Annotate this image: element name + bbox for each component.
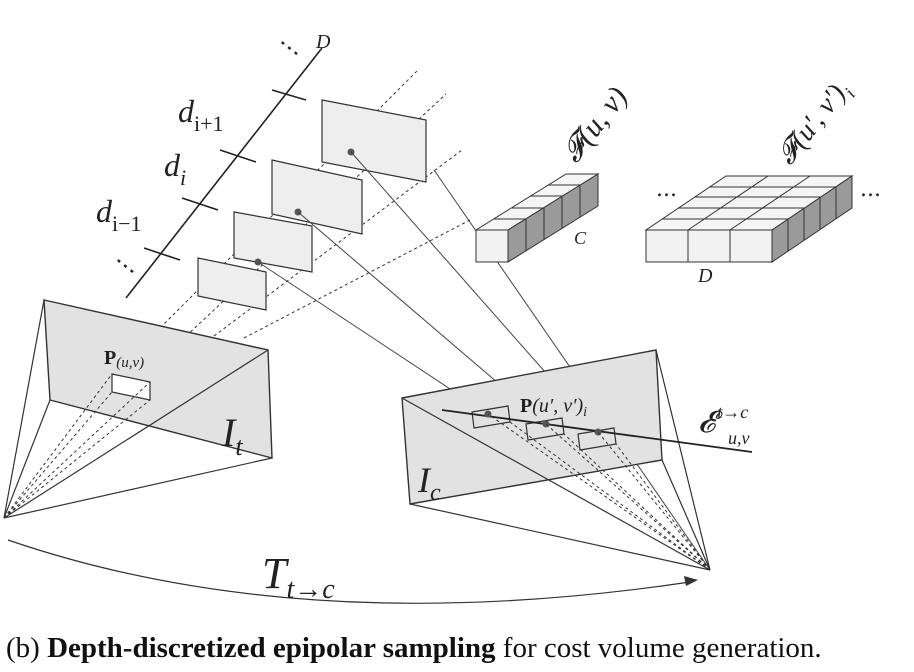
depth-tick-i+1 — [219, 149, 257, 163]
caption-bold: Depth-discretized epipolar sampling — [47, 632, 496, 664]
camera-Ic — [401, 349, 753, 571]
ellipsis-left: ... — [656, 177, 677, 202]
label-I-t: It — [221, 410, 243, 461]
label-F-uv-prime: 𝓕(u′, v′)i — [771, 75, 859, 174]
dots-bottom: ⋮ — [107, 248, 144, 284]
depth-plane-4 — [321, 99, 427, 183]
label-D-volume: D — [697, 265, 713, 287]
depth-axis — [125, 47, 323, 299]
epipolar-sampling-diagram: ⋮ D di+1 di di−1 ⋮ 𝓕(u, v) 𝓕(u′, v′)i C … — [3, 30, 881, 605]
depth-tick-i-1 — [143, 247, 181, 261]
label-d-i+1: di+1 — [178, 93, 224, 136]
depth-planes — [197, 99, 427, 311]
label-d-i-1: di−1 — [96, 193, 142, 236]
depth-tick-i — [181, 197, 219, 211]
label-P-uv-prime: P(u′, v′)i — [520, 395, 587, 420]
label-F-uv: 𝓕(u, v) — [556, 81, 635, 169]
depth-plane-3 — [271, 159, 363, 235]
ellipsis-right: ... — [860, 177, 881, 202]
transform-arrowhead — [684, 576, 698, 586]
transform-arc — [7, 539, 691, 604]
depth-plane-2 — [233, 211, 313, 273]
depth-tick-D — [271, 89, 307, 101]
feature-volume-Fuvprime — [644, 175, 854, 263]
label-T: Tt→c — [262, 549, 335, 605]
camera-It — [3, 299, 273, 519]
feature-block-Fuv — [474, 173, 600, 263]
caption-rest: for cost volume generation. — [495, 632, 822, 664]
label-I-c: Ic — [417, 460, 441, 506]
depth-plane-1 — [197, 257, 267, 311]
caption-prefix: (b) — [6, 632, 48, 664]
image-plane-Ic — [401, 349, 663, 505]
label-P-uv: P(u,v) — [104, 347, 144, 371]
figure-caption: (b) Depth-discretized epipolar sampling … — [6, 628, 910, 668]
label-D-top: D — [315, 31, 331, 53]
label-d-i: di — [164, 147, 186, 190]
dots-top: ⋮ — [271, 30, 308, 66]
label-C: C — [574, 228, 587, 248]
